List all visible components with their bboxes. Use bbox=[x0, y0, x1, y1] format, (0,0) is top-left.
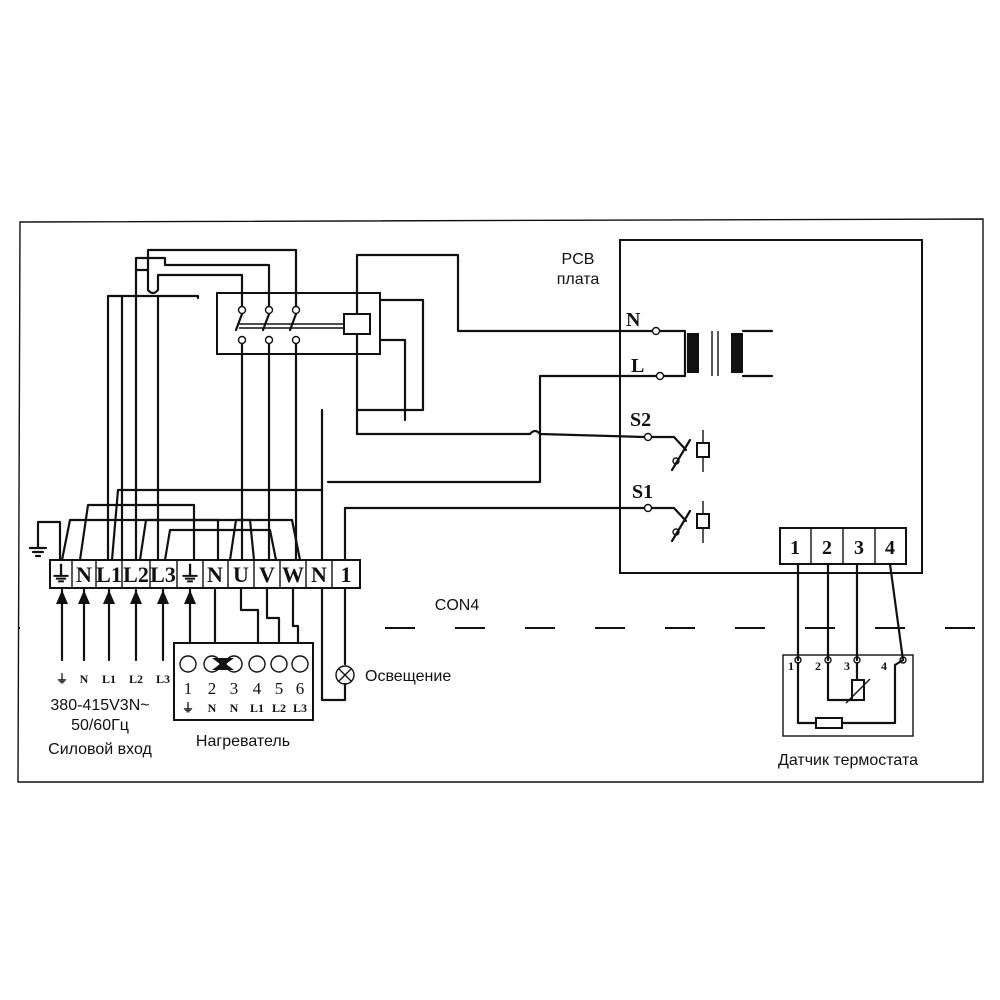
heater-label-l2: L2 bbox=[272, 701, 286, 715]
heater-num-1: 1 bbox=[184, 679, 193, 698]
thermistor-icon bbox=[796, 658, 905, 729]
wires bbox=[28, 248, 658, 562]
terminal-ground-1: ⏚ bbox=[50, 562, 72, 587]
pcb-box bbox=[619, 239, 923, 574]
transformer-icon bbox=[658, 329, 774, 378]
pcb-terminal-l: L bbox=[631, 355, 644, 377]
terminal-n-3: N bbox=[311, 562, 327, 587]
relay-s2-icon bbox=[650, 430, 710, 472]
heater-label-l3: L3 bbox=[293, 701, 307, 715]
terminal-n-1: N bbox=[76, 562, 92, 587]
pcb-terminal-s1: S1 bbox=[632, 481, 653, 503]
relay-s1-icon bbox=[650, 501, 710, 543]
thermostat-inner-3: 3 bbox=[844, 659, 850, 673]
thermostat-terminal-4: 4 bbox=[885, 537, 895, 559]
terminal-l3: L3 bbox=[150, 562, 176, 587]
heater-label-n-2: N bbox=[230, 701, 239, 715]
power-label-l2: L2 bbox=[129, 672, 143, 686]
con4-label: CON4 bbox=[435, 597, 480, 614]
power-caption: Силовой вход bbox=[48, 741, 152, 758]
thermostat-terminal-2: 2 bbox=[822, 537, 832, 559]
thermostat-inner-1: 1 bbox=[788, 659, 794, 673]
terminal-v: V bbox=[259, 562, 275, 587]
power-label-l3: L3 bbox=[156, 672, 170, 686]
power-voltage: 380-415V3N~ bbox=[50, 697, 149, 714]
thermostat-inner-2: 2 bbox=[815, 659, 821, 673]
thermostat-inner-dots bbox=[794, 656, 907, 664]
heater-num-4: 4 bbox=[253, 679, 262, 698]
heater-label-l1: L1 bbox=[250, 701, 264, 715]
heater-label-n-1: N bbox=[208, 701, 217, 715]
thermostat-terminal-3: 3 bbox=[854, 537, 864, 559]
terminal-1: 1 bbox=[341, 562, 352, 587]
terminal-u: U bbox=[233, 562, 249, 587]
power-label-n: N bbox=[80, 672, 89, 686]
heater-num-6: 6 bbox=[296, 679, 305, 698]
outer-frame bbox=[17, 218, 984, 783]
power-label-ground: ⏚ bbox=[56, 672, 68, 686]
thermostat-terminal-block bbox=[779, 527, 907, 565]
heater-num-5: 5 bbox=[275, 679, 284, 698]
terminal-w: W bbox=[282, 562, 304, 587]
thermostat-terminal-1: 1 bbox=[790, 537, 800, 559]
heater-label-ground: ⏚ bbox=[182, 701, 194, 715]
terminal-n-2: N bbox=[207, 562, 223, 587]
terminal-ground-2: ⏚ bbox=[179, 562, 201, 587]
power-frequency: 50/60Гц bbox=[71, 717, 129, 734]
thermostat-inner-4: 4 bbox=[881, 659, 887, 673]
terminal-l2: L2 bbox=[123, 562, 149, 587]
heater-screws bbox=[179, 655, 309, 673]
power-label-l1: L1 bbox=[102, 672, 116, 686]
pcb-terminal-n: N bbox=[626, 309, 641, 331]
power-input-arrows bbox=[56, 588, 169, 662]
heater-caption: Нагреватель bbox=[196, 733, 290, 750]
heater-num-2: 2 bbox=[208, 679, 217, 698]
lamp-icon bbox=[335, 665, 355, 685]
thermostat-caption: Датчик термостата bbox=[778, 752, 918, 769]
terminal-strip: ⏚ N L1 L2 L3 ⏚ N U V W N 1 bbox=[49, 559, 361, 589]
pcb-terminal-s2: S2 bbox=[630, 409, 651, 431]
thermostat-sensor-box bbox=[782, 654, 914, 737]
lamp-caption: Освещение bbox=[365, 668, 451, 685]
pcb-subtitle: плата bbox=[557, 271, 600, 288]
heater-box bbox=[173, 642, 314, 721]
terminal-l1: L1 bbox=[96, 562, 122, 587]
heater-num-3: 3 bbox=[230, 679, 239, 698]
pcb-title: PCB bbox=[562, 251, 595, 268]
